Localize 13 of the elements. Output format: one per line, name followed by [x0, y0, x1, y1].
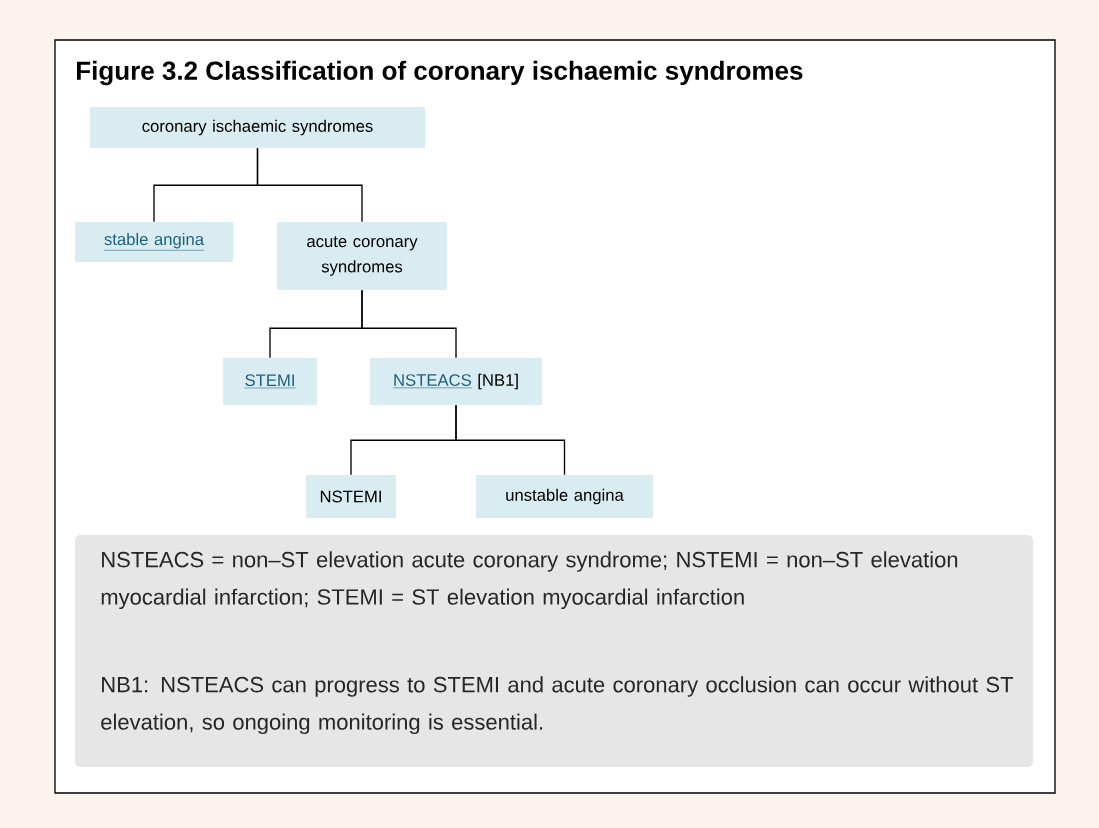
- tree-connector: [361, 289, 457, 359]
- tree-connector: [256, 147, 363, 223]
- category-box: stable angina: [75, 222, 233, 262]
- note-text: NB1: NSTEACS can progress to STEMI and acute coronary occlusion can occur without ST elevation, so ongoing monitoring is essential.: [101, 676, 1013, 735]
- category-box: acute coronary syndromes: [277, 222, 447, 290]
- category-box: unstable angina: [476, 475, 653, 518]
- tree-connector: [455, 404, 566, 476]
- category-box: STEMI: [223, 358, 317, 405]
- category-box: coronary ischaemic syndromes: [90, 107, 425, 148]
- figure-title: Figure 3.2 Classification of coronary ischaemic syndromes: [77, 60, 803, 86]
- category-box: NSTEMI: [306, 475, 396, 518]
- category-box: NSTEACS [NB1]: [370, 358, 542, 405]
- note-text: NSTEACS = non–ST elevation acute coronary syndrome; NSTEMI = non–ST elevation myocardial infarction; STEMI = ST elevation myocardial infarction: [101, 551, 958, 610]
